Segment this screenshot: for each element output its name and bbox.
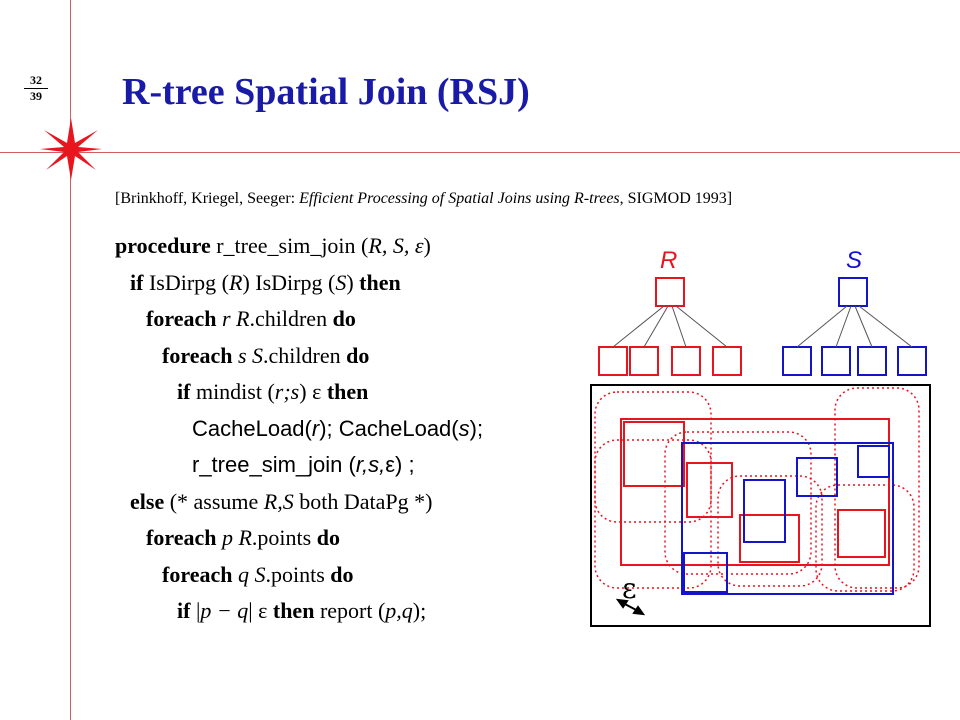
r-tree-edges: [612, 305, 728, 348]
tree-label-r: R: [660, 247, 677, 274]
s-tree-edges: [796, 305, 913, 348]
page-current: 32: [24, 74, 48, 89]
code-line-8: else (* assume R,S both DataPg *): [130, 488, 433, 514]
r-mbr: [686, 462, 733, 518]
s-mbrs: [681, 442, 894, 595]
code-line-1: procedure r_tree_sim_join (R, S, ε): [115, 233, 431, 258]
code-line-10: foreach q S.points do: [162, 561, 354, 587]
citation: [Brinkhoff, Kriegel, Seeger: Efficient P…: [115, 190, 732, 208]
code-line-6: CacheLoad(r); CacheLoad(s);: [192, 415, 484, 441]
eps-region: [664, 431, 812, 575]
s-tree-child: [857, 346, 887, 376]
s-mbr: [743, 479, 786, 543]
code-line-5: if mindist (r;s) ε then: [177, 379, 369, 404]
s-mbr: [857, 445, 890, 478]
citation-authors: [Brinkhoff, Kriegel, Seeger:: [115, 190, 300, 207]
page-number: 32 39: [24, 74, 48, 103]
code-line-3: foreach r R.children do: [146, 306, 356, 331]
s-mbr-large: [681, 442, 894, 595]
code-line-7: r_tree_sim_join (r,s,ε) ;: [192, 452, 415, 477]
r-tree-child: [712, 346, 742, 376]
slide-title: R-tree Spatial Join (RSJ): [122, 71, 530, 113]
r-mbr: [837, 509, 886, 558]
eps-region: [594, 391, 712, 523]
spatial-panel: [590, 384, 931, 627]
code-line-9: foreach p R.points do: [146, 525, 340, 550]
r-mbr: [623, 421, 685, 487]
s-tree-child: [821, 346, 851, 376]
tree-label-s: S: [846, 247, 862, 274]
red-star-icon: [40, 118, 102, 180]
eps-region: [594, 439, 712, 589]
margin-vertical-line: [70, 0, 71, 720]
epsilon-label: ε: [622, 572, 637, 605]
r-mbr: [739, 514, 800, 563]
rtree-diagram: R S: [590, 247, 931, 627]
r-tree-child: [629, 346, 659, 376]
code-line-4: foreach s S.children do: [162, 342, 370, 368]
r-tree-root: [655, 277, 685, 307]
s-tree-child: [897, 346, 927, 376]
r-mbrs: [620, 418, 890, 566]
r-tree: [598, 277, 742, 376]
code-line-11: if |p − q| ε then report (p,q);: [177, 598, 427, 623]
r-tree-child: [598, 346, 628, 376]
s-mbr: [796, 457, 838, 497]
s-tree-root: [838, 277, 868, 307]
citation-paper: Efficient Processing of Spatial Joins us…: [299, 190, 620, 207]
r-mbr-large: [620, 418, 890, 566]
margin-horizontal-line: [0, 152, 960, 153]
eps-region: [815, 484, 915, 592]
s-tree-child: [782, 346, 812, 376]
eps-region: [717, 475, 823, 587]
s-tree: [782, 277, 927, 376]
eps-region: [834, 387, 920, 589]
epsilon-arrow-icon: [615, 598, 646, 616]
pseudocode: procedure r_tree_sim_join (R, S, ε) if I…: [115, 228, 483, 630]
s-mbr: [683, 552, 728, 593]
code-line-2: if IsDirpg (R) IsDirpg (S) then: [130, 269, 401, 295]
r-eps-regions: [594, 387, 920, 592]
r-tree-child: [671, 346, 701, 376]
citation-venue: , SIGMOD 1993]: [619, 190, 733, 207]
page-total: 39: [30, 89, 42, 103]
